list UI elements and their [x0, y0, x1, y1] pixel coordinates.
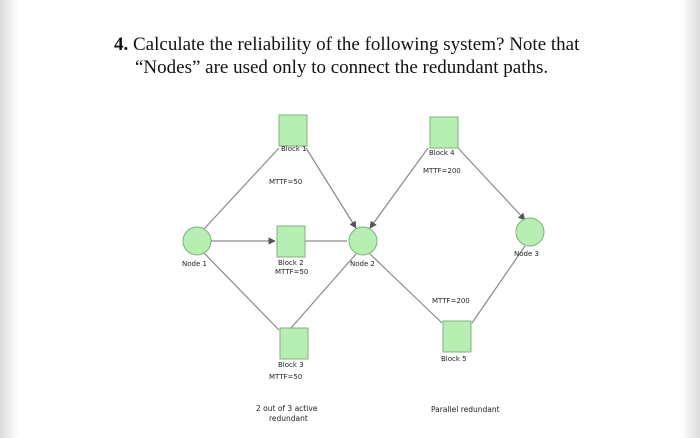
- question-line-1: Calculate the reliability of the followi…: [133, 34, 580, 55]
- block-2-box: [276, 225, 306, 258]
- block-4-mttf: MTTF=200: [423, 167, 461, 175]
- block-3-box: [279, 327, 309, 360]
- question-line-2: “Nodes” are used only to connect the red…: [135, 57, 549, 78]
- note-k-of-n-line-2: redundant: [269, 414, 308, 423]
- edge-block5-node3: [471, 245, 526, 324]
- left-page-shadow: [0, 0, 18, 438]
- block-2-mttf: MTTF=50: [275, 268, 308, 276]
- note-k-of-n-line-1: 2 out of 3 active: [256, 404, 318, 413]
- block-3-mttf: MTTF=50: [269, 373, 302, 381]
- edge-node2-block4: [369, 147, 429, 229]
- block-5-box: [442, 320, 472, 353]
- edge-node1-block1: [203, 147, 280, 230]
- edge-block3-node2: [290, 253, 357, 329]
- right-page-shadow: [682, 0, 700, 438]
- node-2-circle: [348, 226, 378, 256]
- block-4-label: Block 4: [429, 149, 455, 157]
- block-1-mttf: MTTF=50: [269, 178, 302, 186]
- note-parallel: Parallel redundant: [431, 405, 500, 414]
- block-4-box: [429, 116, 459, 149]
- node-1-circle: [182, 226, 212, 256]
- node-2-label: Node 2: [350, 260, 375, 268]
- node-3-circle: [515, 217, 545, 247]
- node-3-label: Node 3: [514, 250, 539, 258]
- block-1-label: Block 1: [281, 145, 307, 153]
- block-1-box: [278, 114, 308, 147]
- edge-block4-node3: [457, 147, 526, 221]
- question-number: 4.: [114, 34, 129, 55]
- edge-node2-block5: [369, 253, 443, 324]
- block-2-label: Block 2: [278, 259, 304, 267]
- block-5-mttf: MTTF=200: [432, 297, 470, 305]
- edge-block1-node2: [305, 147, 357, 229]
- node-1-label: Node 1: [182, 260, 207, 268]
- question-text: 4. Calculate the reliability of the foll…: [114, 33, 614, 79]
- block-5-label: Block 5: [441, 355, 467, 363]
- connection-lines: [203, 147, 526, 331]
- block-3-label: Block 3: [278, 361, 304, 369]
- edge-node1-block3: [203, 252, 280, 331]
